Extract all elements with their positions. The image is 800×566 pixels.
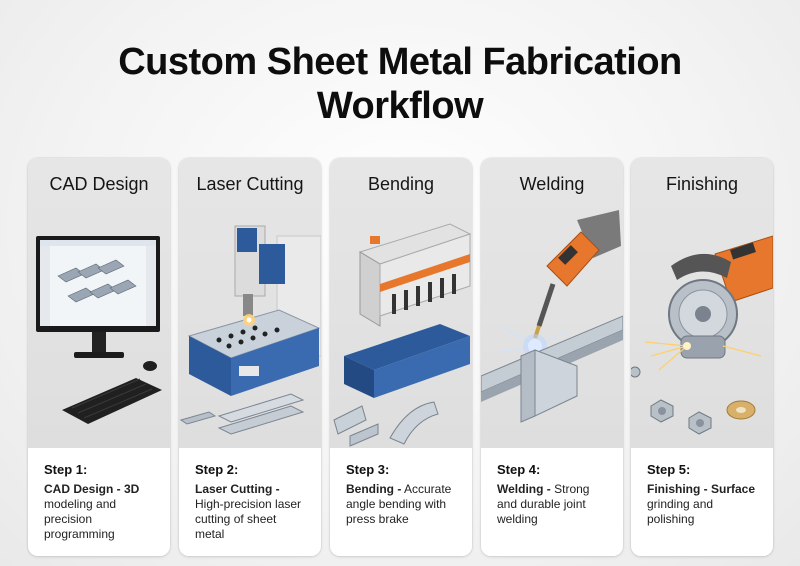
- step-label: Step 3:: [346, 462, 390, 477]
- card-title: CAD Design: [49, 174, 149, 194]
- step-label: Step 4:: [497, 462, 541, 477]
- step-description: Finishing - Surface grinding and polishi…: [647, 482, 761, 527]
- step-heading: Welding -: [497, 482, 551, 496]
- laser-cutter-icon: [179, 225, 321, 435]
- step-card-welding: Welding Step 4:: [481, 158, 623, 556]
- card-image-area: Welding: [481, 158, 623, 448]
- step-text: Step 2: Laser Cutting - High-precision l…: [179, 448, 321, 556]
- step-heading: Bending -: [346, 482, 402, 496]
- card-title: Finishing: [665, 174, 739, 194]
- card-image-area: Laser Cutting: [179, 158, 321, 448]
- press-brake-icon: [333, 223, 472, 447]
- step-text: Step 3: Bending - Accurate angle bending…: [330, 448, 472, 556]
- step-text: Step 4: Welding - Strong and durable joi…: [481, 448, 623, 556]
- title-line-2: Workflow: [316, 85, 484, 127]
- page-title: Custom Sheet Metal Fabrication Workflow: [0, 40, 800, 128]
- workflow-cards: CAD Design: [28, 158, 773, 558]
- card-title: Bending: [367, 174, 435, 194]
- step-label: Step 1:: [44, 462, 88, 477]
- welding-torch-icon: [481, 210, 623, 423]
- step-card-finishing: Finishing: [631, 158, 773, 556]
- card-image-area: Finishing: [631, 158, 773, 448]
- card-image-area: Bending: [330, 158, 472, 448]
- step-heading: Finishing - Surface: [647, 482, 756, 496]
- step-heading: CAD Design - 3D: [44, 482, 140, 496]
- step-detail: modeling and precision programming: [44, 497, 117, 541]
- angle-grinder-icon: [631, 235, 773, 435]
- computer-monitor-icon: [36, 236, 162, 424]
- step-detail: Accurate angle bending with press brake: [346, 482, 452, 526]
- step-text: Step 1: CAD Design - 3D modeling and pre…: [28, 448, 170, 556]
- step-card-bending: Bending Step 3:: [330, 158, 472, 556]
- step-text: Step 5: Finishing - Surface grinding and…: [631, 448, 773, 556]
- step-description: CAD Design - 3D modeling and precision p…: [44, 482, 158, 542]
- step-label: Step 2:: [195, 462, 239, 477]
- title-line-1: Custom Sheet Metal Fabrication: [118, 41, 682, 83]
- step-card-laser-cutting: Laser Cutting: [179, 158, 321, 556]
- step-description: Welding - Strong and durable joint weldi…: [497, 482, 611, 527]
- card-image-area: CAD Design: [28, 158, 170, 448]
- step-detail: Strong and durable joint welding: [497, 482, 590, 526]
- step-detail: High-precision laser cutting of sheet me…: [195, 497, 302, 541]
- step-label: Step 5:: [647, 462, 691, 477]
- step-heading: Laser Cutting -: [195, 482, 280, 496]
- card-title: Laser Cutting: [196, 174, 304, 194]
- step-detail: grinding and polishing: [647, 497, 714, 526]
- step-description: Laser Cutting - High-precision laser cut…: [195, 482, 309, 542]
- step-card-cad-design: CAD Design: [28, 158, 170, 556]
- card-title: Welding: [519, 174, 585, 194]
- step-description: Bending - Accurate angle bending with pr…: [346, 482, 460, 527]
